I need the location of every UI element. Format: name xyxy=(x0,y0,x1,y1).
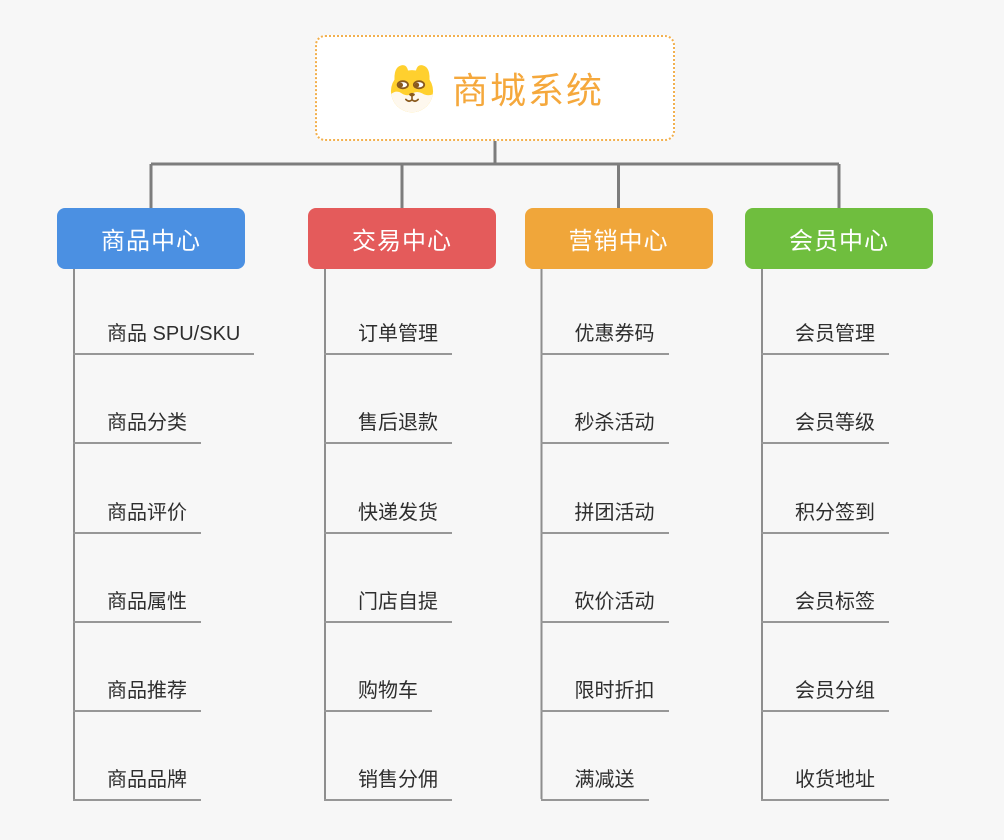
leaf-item[interactable]: 会员分组 xyxy=(761,676,889,712)
leaf-item[interactable]: 商品 SPU/SKU xyxy=(73,319,255,355)
leaf-item[interactable]: 商品推荐 xyxy=(73,676,201,712)
leaf-item[interactable]: 会员管理 xyxy=(761,319,889,355)
leaf-item[interactable]: 销售分佣 xyxy=(324,765,452,801)
leaf-item[interactable]: 限时折扣 xyxy=(540,676,669,712)
leaf-item[interactable]: 会员标签 xyxy=(761,587,889,623)
leaf-item[interactable]: 商品评价 xyxy=(73,498,201,534)
leaf-item[interactable]: 商品品牌 xyxy=(73,765,201,801)
leaf-item[interactable]: 商品属性 xyxy=(73,587,201,623)
leaf-item[interactable]: 门店自提 xyxy=(324,587,452,623)
leaf-item[interactable]: 优惠券码 xyxy=(540,319,669,355)
leaf-item[interactable]: 快递发货 xyxy=(324,498,452,534)
leaf-item[interactable]: 收货地址 xyxy=(761,765,889,801)
leaf-item[interactable]: 砍价活动 xyxy=(540,587,669,623)
branch-node-1[interactable]: 商品中心 xyxy=(57,208,245,269)
branch-node-4[interactable]: 会员中心 xyxy=(745,208,933,269)
leaf-item[interactable]: 秒杀活动 xyxy=(540,408,669,444)
root-node[interactable]: 商城系统 xyxy=(315,35,675,141)
branch-node-2[interactable]: 交易中心 xyxy=(308,208,496,269)
root-title: 商城系统 xyxy=(451,70,604,111)
shiba-dog-icon xyxy=(386,61,438,115)
leaf-item[interactable]: 购物车 xyxy=(324,676,432,712)
leaf-item[interactable]: 会员等级 xyxy=(761,408,889,444)
leaf-item[interactable]: 商品分类 xyxy=(73,408,201,444)
leaf-item[interactable]: 积分签到 xyxy=(761,498,889,534)
leaf-item[interactable]: 售后退款 xyxy=(324,408,452,444)
leaf-item[interactable]: 订单管理 xyxy=(324,319,452,355)
leaf-item[interactable]: 满减送 xyxy=(540,765,649,801)
branch-node-3[interactable]: 营销中心 xyxy=(524,208,713,269)
leaf-item[interactable]: 拼团活动 xyxy=(540,498,669,534)
